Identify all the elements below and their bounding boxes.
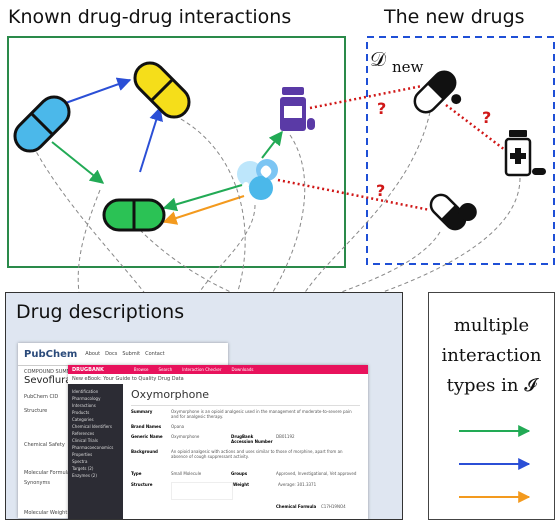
edge-cyan-to-yellow bbox=[59, 77, 132, 106]
drugbank-field-value: Oxymorphone is an opioid analgesic used … bbox=[171, 409, 352, 419]
unknown-edge-blend-newcapsule bbox=[277, 178, 431, 212]
pubchem-nav-docs[interactable]: Docs bbox=[105, 351, 118, 357]
drugbank-id-value: Approved, Investigational, Vet approved bbox=[276, 471, 357, 476]
edge-cyan-to-green bbox=[51, 141, 105, 184]
pubchem-nav-submit[interactable]: Submit bbox=[122, 351, 141, 357]
green-capsule-icon bbox=[102, 198, 166, 232]
legend-line-3: types in 𝓘 bbox=[446, 375, 537, 396]
new-capsule-icon bbox=[429, 193, 477, 231]
pubchem-compound-label: COMPOUND SUMMARY bbox=[24, 369, 81, 375]
drugbank-sidebar-item[interactable]: Pharmacoeconomics bbox=[72, 445, 114, 450]
drugbank-sidebar-item[interactable]: Enzymes (2) bbox=[72, 473, 97, 478]
doc-link-3 bbox=[139, 229, 251, 300]
drugbank-drug-title: Oxymorphone bbox=[131, 388, 210, 401]
doc-link-4 bbox=[267, 134, 306, 300]
edge-blend-to-bottle bbox=[261, 130, 283, 159]
drugbank-nav-interaction-checker[interactable]: Interaction Checker bbox=[182, 367, 222, 372]
doc-link-1 bbox=[29, 139, 151, 300]
drugbank-sidebar-item[interactable]: Clinical Trials bbox=[72, 438, 98, 443]
new-set-symbol: 𝒟 bbox=[370, 47, 386, 71]
drugbank-sidebar-item[interactable]: Interactions bbox=[72, 403, 96, 408]
drugbank-field-value: An opioid analgesic with actions and use… bbox=[171, 449, 343, 459]
question-mark-1: ? bbox=[377, 99, 386, 118]
new-drugs-box bbox=[366, 36, 555, 265]
pubchem-compound-name: Sevoflurane bbox=[24, 375, 84, 386]
drugbank-field-label: Generic Name bbox=[131, 434, 163, 439]
drugbank-field-label: Summary bbox=[131, 409, 153, 414]
drugbank-nav-search[interactable]: Search bbox=[158, 367, 173, 372]
drugbank-nav-browse[interactable]: Browse bbox=[133, 367, 149, 372]
unknown-edge-newpill-newbottle bbox=[445, 104, 506, 151]
drugbank-field-value: Small Molecule bbox=[171, 471, 202, 476]
drugbank-tagline: New eBook: Your Guide to Quality Drug Da… bbox=[72, 376, 184, 382]
drugbank-field-value: Opana bbox=[171, 424, 185, 429]
drugbank-id-label: Weight bbox=[233, 482, 249, 487]
drugbank-field-value: Oxymorphone bbox=[171, 434, 200, 439]
drugbank-sidebar-item[interactable]: Identification bbox=[72, 389, 99, 394]
pubchem-section: Chemical Safety bbox=[24, 442, 65, 448]
drugbank-id-value: Average: 301.3371 bbox=[278, 482, 317, 487]
drug-descriptions-panel: Drug descriptions PubChem About Docs Sub… bbox=[5, 292, 403, 520]
doc-link-9 bbox=[77, 189, 101, 300]
new-set-subscript: new bbox=[392, 58, 424, 76]
drug-descriptions-title: Drug descriptions bbox=[16, 301, 185, 323]
pubchem-nav-about[interactable]: About bbox=[85, 351, 101, 357]
drugbank-window: DRUGBANK Browse Search Interaction Check… bbox=[68, 365, 368, 519]
drugbank-sidebar-item[interactable]: Properties bbox=[72, 452, 93, 457]
doc-link-5 bbox=[194, 204, 256, 300]
new-pill-icon bbox=[413, 70, 462, 114]
doc-link-8 bbox=[359, 177, 521, 300]
drugbank-id-label: DrugBank Accession Number bbox=[231, 434, 273, 444]
drugbank-id-value: C17H19NO4 bbox=[321, 504, 346, 509]
drugbank-sidebar-item[interactable]: Pharmacology bbox=[72, 396, 101, 401]
edge-blend-to-green bbox=[162, 184, 243, 212]
drugbank-sidebar-item[interactable]: Spectra bbox=[72, 459, 88, 464]
drugbank-structure-image bbox=[171, 482, 233, 500]
purple-bottle-icon bbox=[280, 87, 315, 131]
drugbank-id-value: DB01192 bbox=[276, 434, 295, 439]
drugbank-sidebar: Identification Pharmacology Interactions… bbox=[68, 384, 123, 519]
drugbank-id-label: Groups bbox=[231, 471, 248, 476]
drugbank-sidebar-item[interactable]: Chemical Identifiers bbox=[72, 424, 112, 429]
pubchem-section: Molecular Formula bbox=[24, 470, 71, 476]
pubchem-section: Molecular Weight bbox=[24, 510, 68, 516]
new-bottle-icon bbox=[504, 130, 546, 177]
drugbank-nav-downloads[interactable]: Downloads bbox=[231, 367, 254, 372]
drugbank-sidebar-item[interactable]: Targets (2) bbox=[72, 466, 94, 471]
pubchem-section: Synonyms bbox=[24, 480, 50, 486]
drugbank-logo: DRUGBANK bbox=[72, 366, 104, 373]
drugbank-sidebar-item[interactable]: Categories bbox=[72, 417, 94, 422]
drugbank-id-label: Chemical Formula bbox=[276, 504, 317, 509]
yellow-capsule-icon bbox=[133, 61, 191, 119]
pubchem-section: Structure bbox=[24, 408, 48, 414]
drugbank-sidebar-item[interactable]: Products bbox=[72, 410, 90, 415]
interaction-graph: 𝒟 new ? ? ? bbox=[7, 36, 555, 300]
new-drugs-title: The new drugs bbox=[384, 6, 525, 28]
pubchem-section: PubChem CID bbox=[24, 394, 59, 400]
question-mark-2: ? bbox=[482, 108, 491, 127]
legend-arrows bbox=[459, 425, 531, 503]
doc-link-2 bbox=[161, 109, 246, 300]
edge-green-to-yellow bbox=[139, 106, 163, 173]
pubchem-nav-contact[interactable]: Contact bbox=[145, 351, 165, 357]
drugbank-sidebar-item[interactable]: References bbox=[72, 431, 95, 436]
interaction-types-legend: multiple interaction types in 𝓘 bbox=[428, 292, 555, 520]
drugbank-field-label: Type bbox=[131, 471, 142, 476]
drugbank-field-label: Brand Names bbox=[131, 424, 162, 429]
cyan-capsule-icon bbox=[13, 95, 71, 153]
pubchem-logo: PubChem bbox=[24, 348, 78, 360]
legend-line-2: interaction bbox=[441, 345, 542, 366]
known-drugs-box bbox=[7, 36, 346, 268]
edge-blend-to-green-orange bbox=[162, 195, 245, 225]
question-mark-3: ? bbox=[376, 181, 385, 200]
drugbank-field-label: Structure bbox=[131, 482, 153, 487]
known-interactions-title: Known drug-drug interactions bbox=[8, 6, 292, 28]
drugbank-field-label: Background bbox=[131, 449, 158, 454]
legend-line-1: multiple bbox=[453, 315, 530, 336]
blended-pills-icon bbox=[237, 159, 278, 200]
unknown-edge-bottle-newpill bbox=[309, 84, 423, 110]
